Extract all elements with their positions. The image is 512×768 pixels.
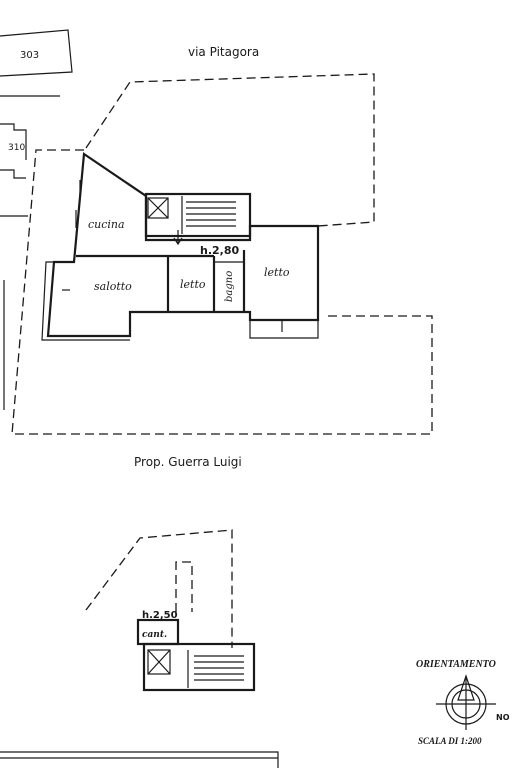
street-via-pitagora: via Pitagora	[188, 45, 259, 59]
north-label: NO	[496, 713, 510, 722]
room-living-label: salotto	[94, 280, 132, 293]
lift-shaft	[147, 197, 169, 219]
cellar-plan	[136, 618, 256, 692]
stair-block	[144, 192, 252, 238]
neighbor-building-310: 310	[0, 123, 28, 217]
property-boundary-lower	[85, 529, 233, 648]
bottom-frame	[0, 751, 279, 768]
parcel-310-label: 310	[8, 143, 25, 153]
room-bathroom-label: bagno	[224, 271, 235, 302]
ceiling-height-main: h.2,80	[200, 244, 239, 257]
neighbor-building-303: 303	[0, 29, 73, 97]
property-boundary-upper	[85, 73, 375, 227]
lower-stair-block	[142, 642, 256, 692]
main-apartment	[41, 152, 320, 341]
room-cellar-label: cant.	[142, 630, 167, 640]
north-arrow-icon	[436, 674, 496, 730]
neighbor-property-label: Prop. Guerra Luigi	[134, 455, 242, 469]
room-kitchen-label: cucina	[88, 218, 125, 231]
orientation-label: ORIENTAMENTO	[416, 659, 496, 670]
stair-steps	[181, 196, 236, 234]
scale-label: SCALA DI 1:200	[418, 736, 482, 746]
property-boundary-left	[11, 149, 433, 435]
parcel-303-label: 303	[20, 50, 39, 61]
room-bedroom1-label: letto	[180, 278, 206, 291]
ceiling-height-lower: h.2,50	[142, 610, 178, 621]
room-bedroom2-label: letto	[264, 266, 290, 279]
